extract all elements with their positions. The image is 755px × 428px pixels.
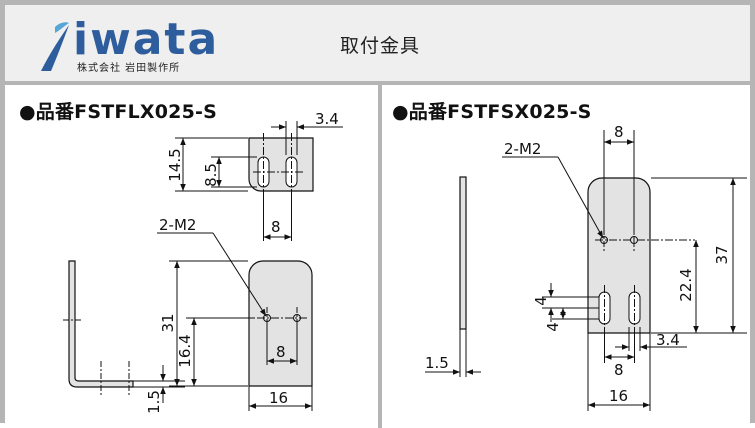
header-band: iwata 株式会社 岩田製作所 取付金具 — [5, 5, 750, 85]
dim-slot-pitch: 8 — [614, 361, 624, 379]
right-side-view — [425, 176, 481, 377]
dim-hole-spec: 2-M2 — [159, 216, 196, 234]
dim-slot-offset-a: 4 — [532, 296, 550, 306]
dim-thickness: 1.5 — [425, 354, 449, 372]
dim-height: 37 — [713, 245, 731, 264]
left-part-title: ●品番FSTFLX025-S — [19, 101, 217, 123]
left-flange-view — [175, 121, 343, 241]
dim-hole-spec: 2-M2 — [504, 140, 541, 158]
left-dimension-labels: 3.4 8.5 14.5 8 2-M2 31 16.4 8 1.5 16 — [145, 110, 339, 414]
left-drawing — [63, 121, 343, 411]
right-drawing — [425, 130, 747, 411]
right-dimension-labels: 8 2-M2 37 22.4 4 4 1.5 8 3.4 16 — [425, 123, 731, 405]
dim-hole-height: 22.4 — [677, 268, 695, 301]
dim-flange-hole-pitch: 8 — [271, 218, 281, 236]
dim-flange-height: 14.5 — [166, 148, 184, 181]
dim-width: 16 — [609, 387, 628, 405]
dim-slot-length: 8.5 — [202, 163, 220, 187]
right-front-view — [502, 130, 747, 411]
left-side-view — [63, 260, 134, 397]
right-part-title: ●品番FSTFSX025-S — [392, 101, 592, 123]
dim-slot-width: 3.4 — [315, 110, 339, 128]
dim-width: 16 — [269, 389, 288, 407]
dim-thickness: 1.5 — [145, 390, 163, 414]
dim-slot-width: 3.4 — [656, 331, 680, 349]
dim-hole-pitch: 8 — [276, 343, 286, 361]
technical-drawings: 3.4 8.5 14.5 8 2-M2 31 16.4 8 1.5 16 — [63, 110, 747, 414]
dim-hole-height: 16.4 — [176, 334, 194, 367]
panel-divider — [378, 85, 382, 428]
logo-wordmark: iwata — [73, 14, 220, 65]
dim-height: 31 — [159, 313, 177, 332]
left-front-view — [133, 232, 313, 411]
logo-mark-icon — [41, 22, 69, 71]
logo-company-name: 株式会社 岩田製作所 — [77, 63, 181, 74]
dim-top-hole-pitch: 8 — [614, 123, 624, 141]
page-title: 取付金具 — [340, 35, 421, 57]
dim-slot-offset-b: 4 — [544, 322, 562, 332]
company-logo: iwata 株式会社 岩田製作所 — [33, 17, 273, 77]
